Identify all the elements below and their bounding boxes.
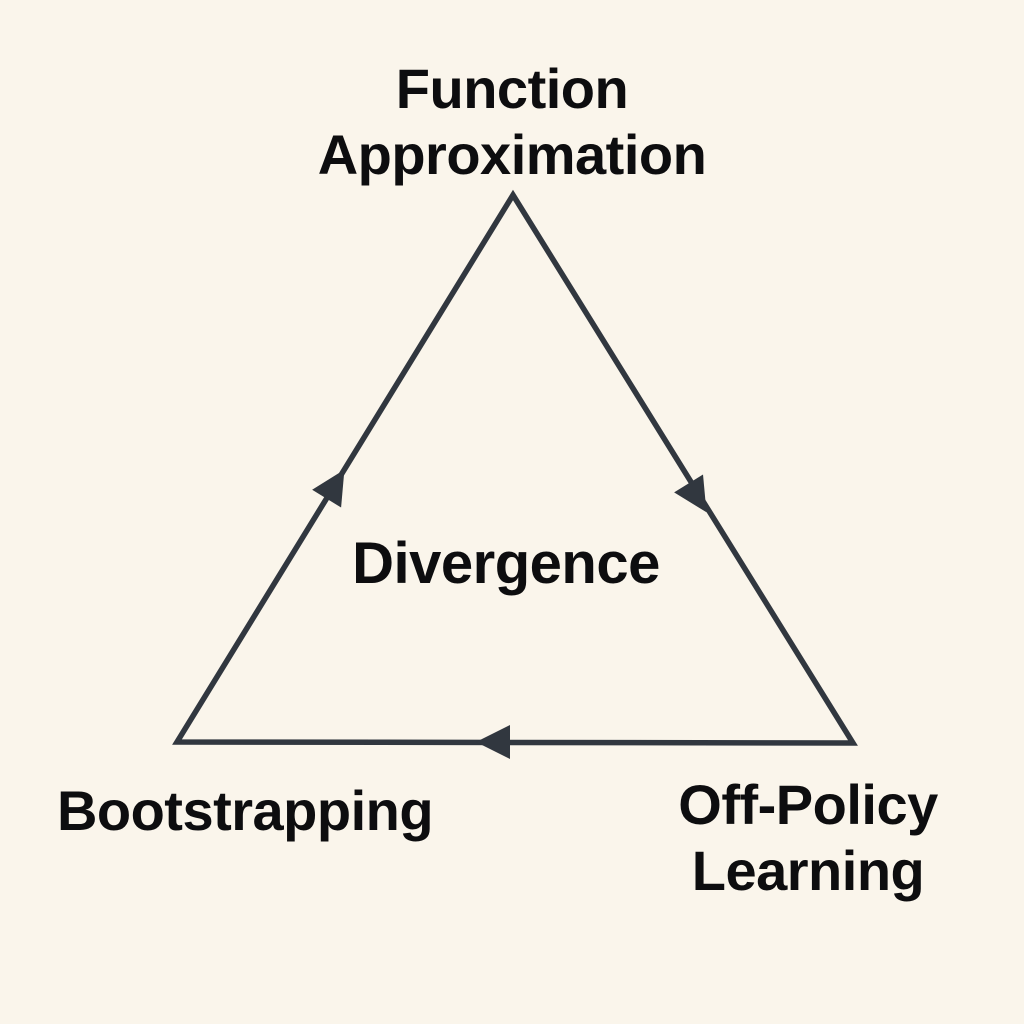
bottom-edge-arrowhead-icon: [476, 725, 510, 759]
left-edge-arrowhead-icon: [312, 469, 345, 508]
node-label-line: Approximation: [317, 122, 707, 186]
node-label-line: Learning: [691, 838, 925, 902]
node-label-line: Function: [395, 57, 629, 120]
right-edge-arrowhead-icon: [674, 474, 707, 513]
node-label-line: Off-Policy: [678, 773, 938, 836]
node-label-off-policy-learning: Off-Policy Learning: [678, 772, 938, 903]
triangle-outline: [172, 189, 858, 746]
node-label-function-approximation: Function Approximation: [318, 56, 707, 187]
center-label-text: Divergence: [352, 531, 660, 596]
node-label-bootstrapping: Bootstrapping: [56, 778, 434, 844]
node-label-line: Bootstrapping: [56, 779, 434, 842]
center-label-divergence: Divergence: [352, 530, 660, 598]
